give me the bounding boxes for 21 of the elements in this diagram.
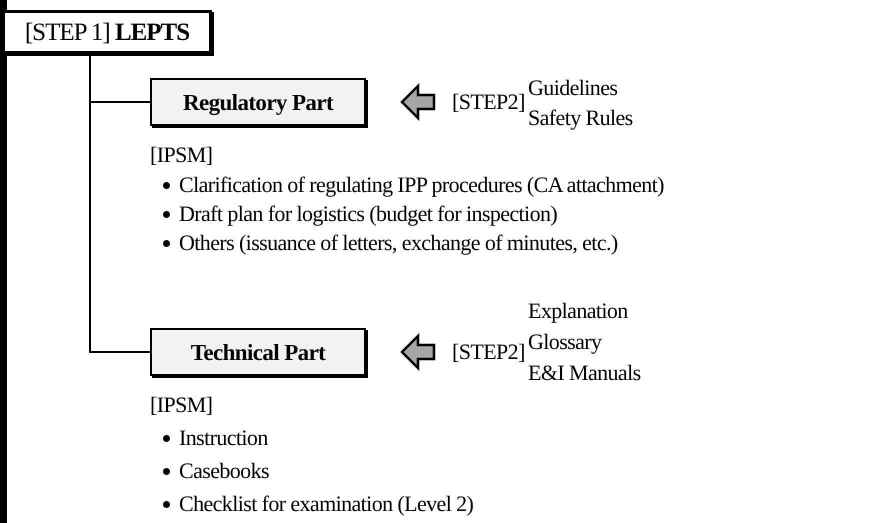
- document-name: Guidelines: [528, 74, 618, 102]
- step-box: [STEP 1] LEPTS: [2, 10, 212, 54]
- list-item: Checklist for examination (Level 2): [179, 490, 474, 518]
- block-arrow: [400, 82, 436, 122]
- block-arrow: [400, 332, 436, 372]
- section-label: [IPSM]: [150, 141, 212, 169]
- list-item: Clarification of regulating IPP procedures (CA attachment): [179, 171, 664, 199]
- list-item: Instruction: [179, 424, 268, 452]
- document-name: Safety Rules: [528, 104, 633, 132]
- tree-line: [89, 54, 150, 353]
- section-label: [IPSM]: [150, 391, 212, 419]
- document-name: Glossary: [528, 328, 602, 356]
- step-label: [STEP2]: [452, 87, 524, 117]
- part-box: Regulatory Part: [150, 78, 366, 126]
- step-label: [STEP2]: [452, 337, 524, 367]
- list-item: Draft plan for logistics (budget for inspection): [179, 200, 558, 228]
- part-box: Technical Part: [150, 328, 366, 376]
- document-name: Explanation: [528, 297, 628, 325]
- document-name: E&I Manuals: [528, 359, 641, 387]
- list-item: Casebooks: [179, 457, 269, 485]
- list-item: Others (issuance of letters, exchange of minutes, etc.): [179, 229, 618, 257]
